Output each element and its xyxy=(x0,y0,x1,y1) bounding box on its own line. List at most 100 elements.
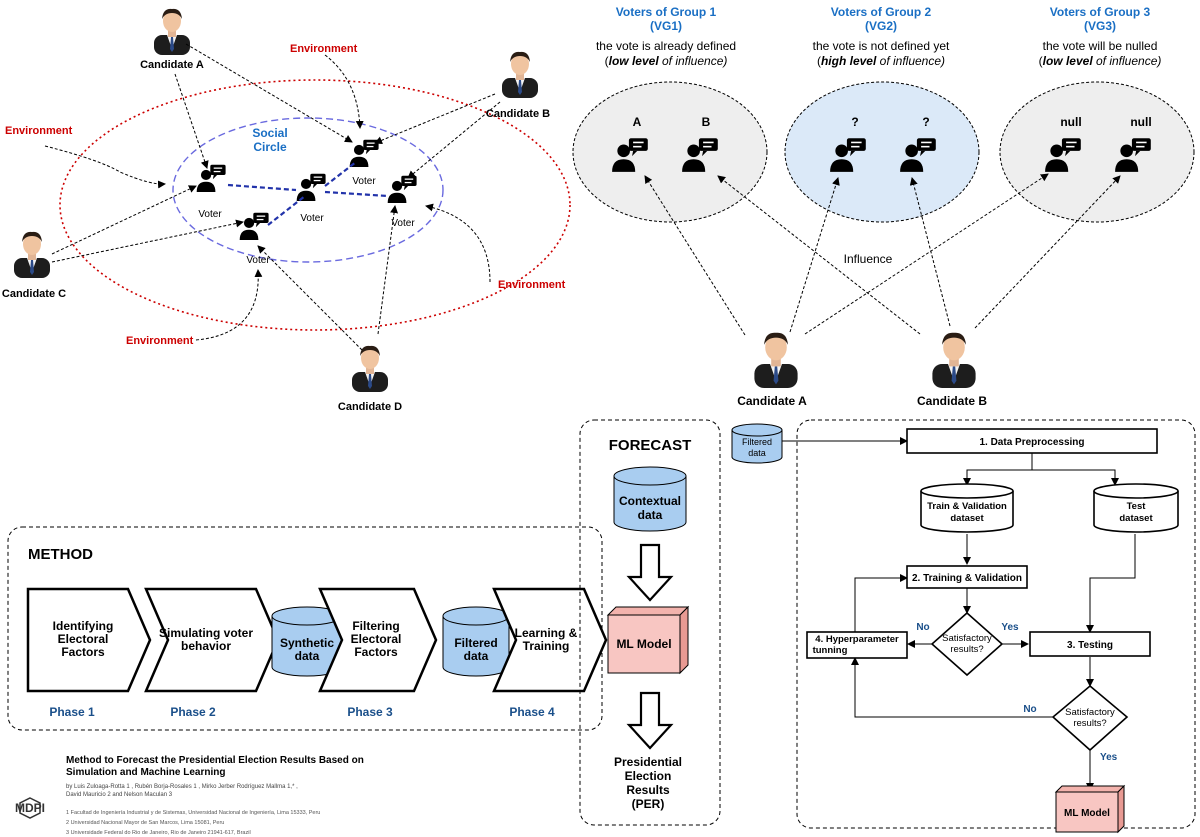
group-3-ellipse xyxy=(999,81,1195,223)
phase-4-label: Phase 4 xyxy=(509,705,555,719)
method-title: METHOD xyxy=(28,546,93,563)
group-3-header: Voters of Group 3 (VG3) the vote will be… xyxy=(1039,5,1162,68)
influence-arrows-left xyxy=(44,43,501,351)
influence-label: Influence xyxy=(844,252,893,266)
voter-icon-3 xyxy=(296,173,327,201)
affiliation-3: 3 Universidade Federal do Rio de Janeiro… xyxy=(66,830,251,836)
decision-1-no: No xyxy=(916,622,929,633)
phase-3-box xyxy=(318,587,438,693)
influence-arrows-right xyxy=(644,173,1121,336)
group-2-title: Voters of Group 2 xyxy=(831,5,932,19)
flow-ml-model-box: ML Model xyxy=(1054,784,1126,834)
paper-title: Method to Forecast the Presidential Elec… xyxy=(66,755,364,778)
environment-label-top: Environment xyxy=(290,43,358,55)
voter-icon-4 xyxy=(349,139,380,167)
candidate-b-right-label: Candidate B xyxy=(917,394,987,408)
phase-4-box xyxy=(492,587,608,693)
group-3-voter-1-label: null xyxy=(1060,115,1081,129)
voter-icon-1 xyxy=(196,164,227,192)
candidate-b-label: Candidate B xyxy=(486,108,550,120)
voter-icon-5 xyxy=(387,175,418,203)
group-1-title: Voters of Group 1 xyxy=(616,5,717,19)
svg-text:MDPI: MDPI xyxy=(15,801,45,815)
group-1-code: (VG1) xyxy=(650,19,682,33)
voter-label-5: Voter xyxy=(391,218,415,229)
phase-1-box xyxy=(26,587,152,693)
group-3-voter-2-label: null xyxy=(1130,115,1151,129)
voter-icon-2 xyxy=(239,212,270,240)
forecast-frame xyxy=(579,419,721,826)
candidate-a-label: Candidate A xyxy=(140,59,204,71)
forecast-arrow-down-1 xyxy=(626,543,674,602)
group-2-voter-1-label: ? xyxy=(851,115,858,129)
voter-label-2: Voter xyxy=(246,255,270,266)
group-3-code: (VG3) xyxy=(1084,19,1116,33)
group-2-code: (VG2) xyxy=(865,19,897,33)
environment-ellipse xyxy=(59,79,571,331)
group-1-ellipse xyxy=(572,81,768,223)
decision-2-no: No xyxy=(1023,704,1036,715)
group-1-line2: (low level of influence) xyxy=(605,54,728,68)
forecast-ml-model-box: ML Model xyxy=(606,605,690,675)
voter-label-1: Voter xyxy=(198,209,222,220)
group-3-title: Voters of Group 3 xyxy=(1050,5,1151,19)
group-3-line2: (low level of influence) xyxy=(1039,54,1162,68)
step-3-label: 3. Testing xyxy=(1067,640,1113,651)
decision-2-yes: Yes xyxy=(1100,752,1118,763)
environment-label-left: Environment xyxy=(5,125,73,137)
affiliation-1: 1 Facultad de Ingeniería Industrial y de… xyxy=(66,810,320,816)
svg-text:ML Model: ML Model xyxy=(616,637,671,651)
candidate-d-icon xyxy=(352,345,388,392)
candidate-d-label: Candidate D xyxy=(338,401,402,413)
decision-1-yes: Yes xyxy=(1001,622,1019,633)
group-2-ellipse xyxy=(784,81,980,223)
group-2-line1: the vote is not defined yet xyxy=(813,39,950,53)
step-2-label: 2. Training & Validation xyxy=(912,573,1022,584)
decision-2-diamond xyxy=(1051,684,1129,752)
step-2-box xyxy=(906,565,1028,589)
group-3-line1: the vote will be nulled xyxy=(1043,39,1158,53)
group-1-voter-1-label: A xyxy=(633,115,642,129)
group-2-line2: (high level of influence) xyxy=(817,54,945,68)
phase-1-label: Phase 1 xyxy=(49,705,95,719)
paper-authors: by Luis Zuloaga-Rotta 1 , Rubén Borja-Ro… xyxy=(66,784,298,798)
affiliation-2: 2 Universidad Nacional Mayor de San Marc… xyxy=(66,820,224,826)
group-2-header: Voters of Group 2 (VG2) the vote is not … xyxy=(813,5,950,68)
candidate-c-label: Candidate C xyxy=(2,288,66,300)
group-1-line1: the vote is already defined xyxy=(596,39,736,53)
step-3-box xyxy=(1029,631,1151,657)
candidate-c-icon xyxy=(14,231,50,278)
candidate-b-icon xyxy=(502,51,538,98)
step-4-box xyxy=(806,631,908,659)
phase-3-label: Phase 3 xyxy=(347,705,393,719)
citation-block: Method to Forecast the Presidential Elec… xyxy=(15,755,364,836)
step-1-label: 1. Data Preprocessing xyxy=(979,437,1084,448)
phase-2-box xyxy=(144,587,280,693)
candidate-a-right-icon xyxy=(754,332,798,388)
mdpi-logo: MDPI xyxy=(15,797,45,819)
forecast-arrow-down-2 xyxy=(626,691,674,750)
candidate-a-right-label: Candidate A xyxy=(737,394,807,408)
flowchart-frame xyxy=(796,419,1196,829)
